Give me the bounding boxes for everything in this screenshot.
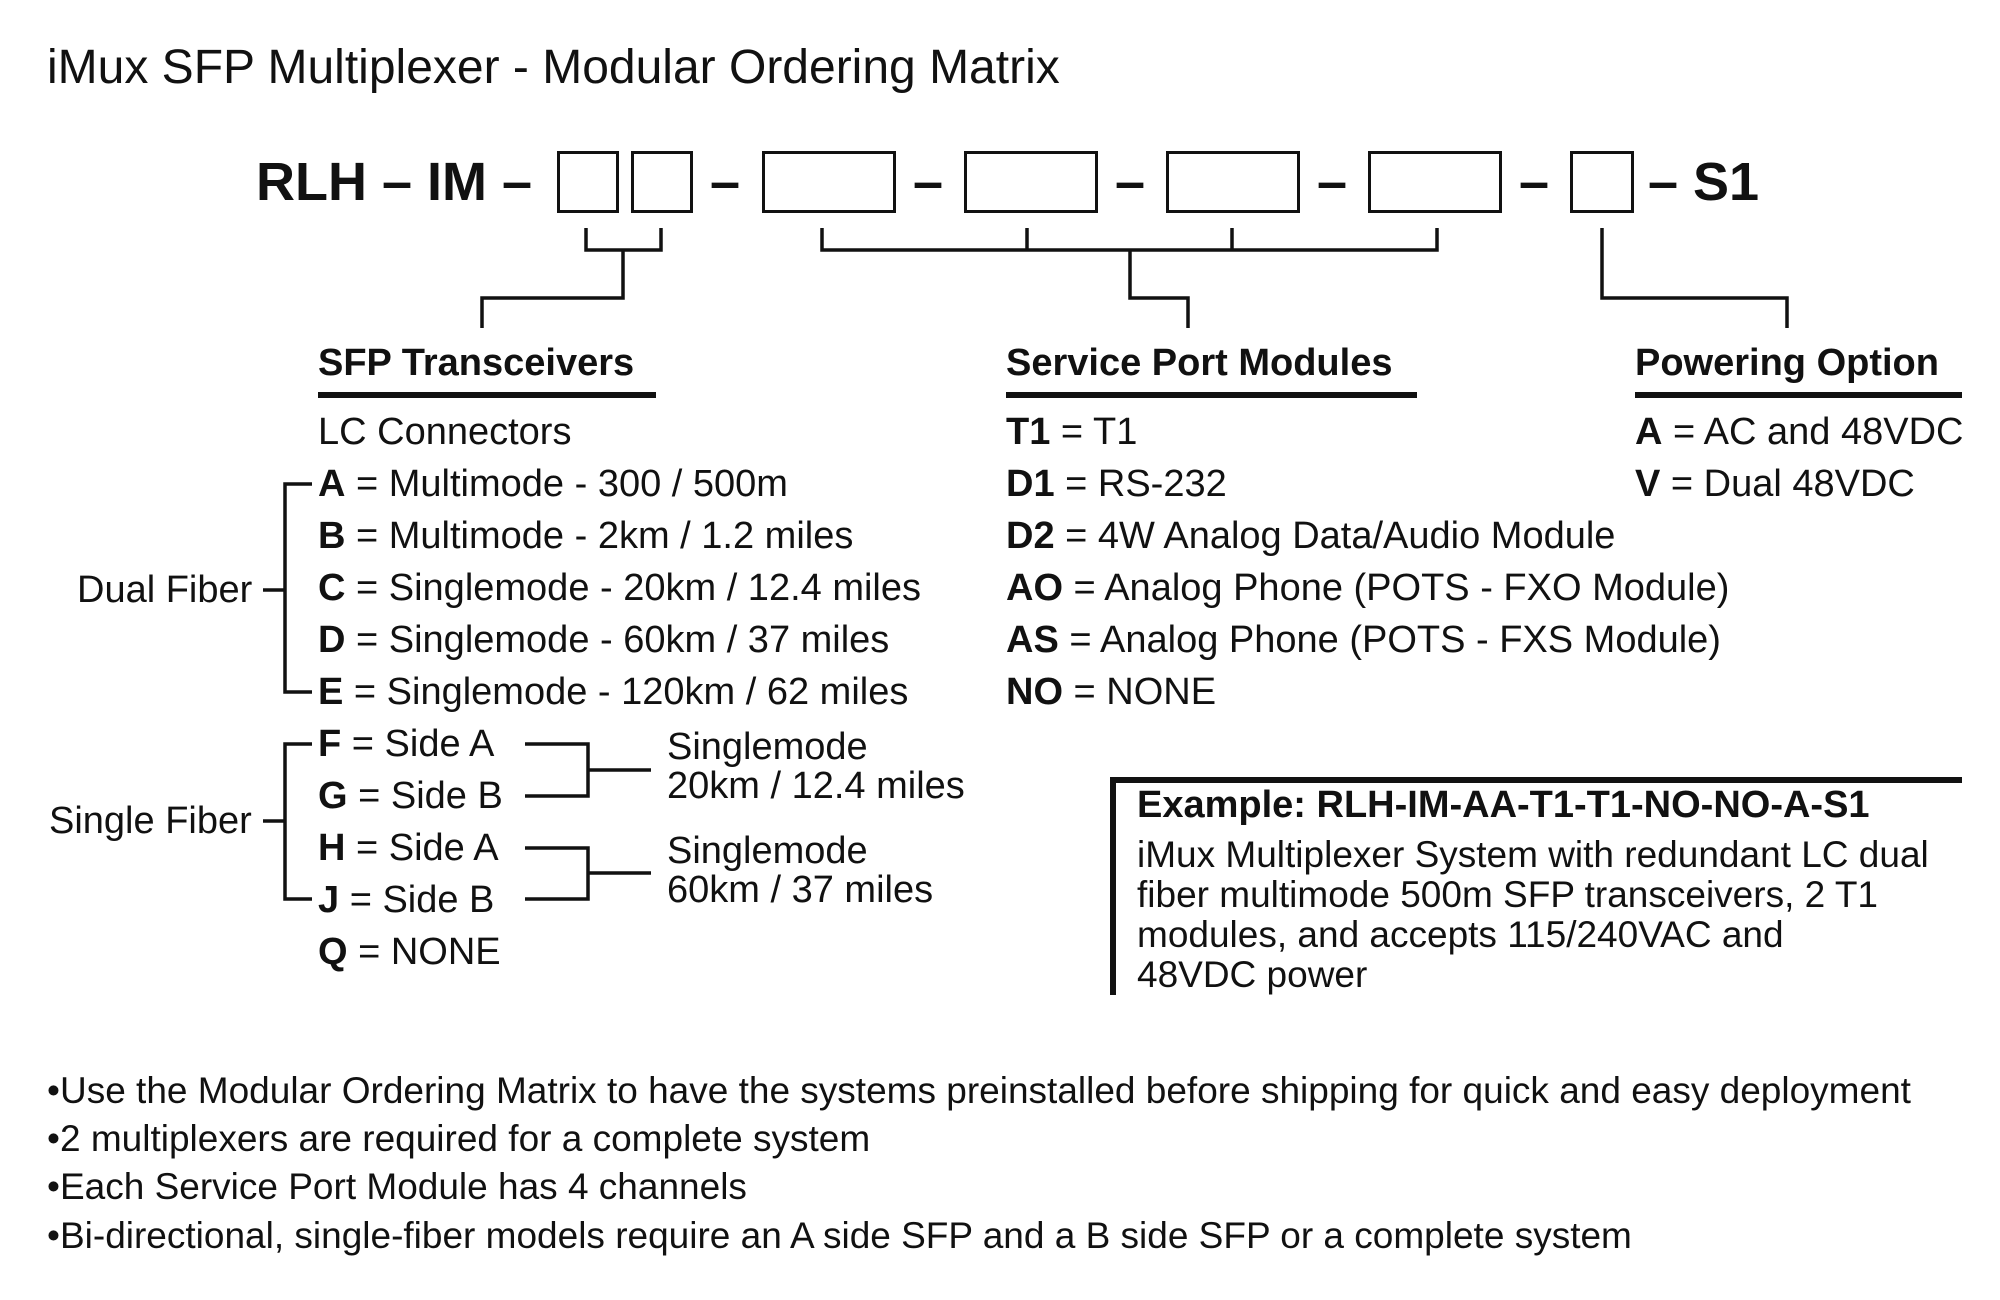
single-fiber-bracket [263, 742, 312, 901]
sfp-item-h: H = Side A [318, 827, 499, 869]
power-slot [1570, 151, 1634, 213]
example-line-2: fiber multimode 500m SFP transceivers, 2… [1137, 874, 1878, 915]
singlemode-60km-line1: Singlemode [667, 830, 868, 872]
dual-fiber-bracket [263, 482, 312, 694]
note-1: •Use the Modular Ordering Matrix to have… [47, 1070, 1911, 1111]
sfp-item-d: D = Singlemode - 60km / 37 miles [318, 619, 890, 661]
service-slot-4 [1368, 151, 1502, 213]
service-slot-3 [1166, 151, 1300, 213]
singlemode-60km-line2: 60km / 37 miles [667, 869, 934, 911]
singlemode-20km-note: Singlemode 20km / 12.4 miles [667, 728, 965, 806]
fg-connector [525, 742, 651, 798]
code-prefix: RLH – IM – [256, 152, 533, 212]
sfp-item-e: E = Singlemode - 120km / 62 miles [318, 671, 909, 713]
service-item-t1: T1 = T1 [1006, 411, 1138, 453]
example-description: iMux Multiplexer System with redundant L… [1137, 835, 1929, 995]
singlemode-20km-line2: 20km / 12.4 miles [667, 765, 965, 807]
example-title: Example: RLH-IM-AA-T1-T1-NO-NO-A-S1 [1137, 784, 1870, 826]
code-dash-2: – [913, 152, 944, 212]
singlemode-60km-note: Singlemode 60km / 37 miles [667, 832, 933, 910]
code-dash-4: – [1317, 152, 1348, 212]
sfp-item-b: B = Multimode - 2km / 1.2 miles [318, 515, 854, 557]
service-header: Service Port Modules [1006, 342, 1393, 384]
service-item-no: NO = NONE [1006, 671, 1217, 713]
sfp-subheader: LC Connectors [318, 411, 572, 453]
singlemode-20km-line1: Singlemode [667, 726, 868, 768]
sfp-slot-1 [557, 151, 619, 213]
code-dash-5: – [1519, 152, 1550, 212]
service-slot-2 [964, 151, 1098, 213]
sfp-item-q: Q = NONE [318, 931, 501, 973]
sfp-item-a: A = Multimode - 300 / 500m [318, 463, 788, 505]
note-3: •Each Service Port Module has 4 channels [47, 1166, 747, 1207]
service-item-as: AS = Analog Phone (POTS - FXS Module) [1006, 619, 1721, 661]
dual-fiber-label: Dual Fiber [77, 569, 253, 611]
hj-connector [525, 846, 651, 901]
code-dash-1: – [710, 152, 741, 212]
service-slot-1 [762, 151, 896, 213]
page-title: iMux SFP Multiplexer - Modular Ordering … [47, 41, 1060, 94]
power-item-v: V = Dual 48VDC [1635, 463, 1915, 505]
sfp-item-j: J = Side B [318, 879, 495, 921]
power-header: Powering Option [1635, 342, 1939, 384]
example-line-4: 48VDC power [1137, 954, 1368, 995]
sfp-header: SFP Transceivers [318, 342, 635, 384]
code-suffix: – S1 [1648, 152, 1760, 212]
example-line-3: modules, and accepts 115/240VAC and [1137, 914, 1784, 955]
sfp-item-f: F = Side A [318, 723, 495, 765]
single-fiber-label: Single Fiber [49, 800, 252, 842]
service-bracket [820, 228, 1439, 328]
sfp-bracket [480, 228, 663, 328]
power-bracket [1600, 228, 1789, 328]
sfp-item-g: G = Side B [318, 775, 503, 817]
note-2: •2 multiplexers are required for a compl… [47, 1118, 871, 1159]
power-item-a: A = AC and 48VDC [1635, 411, 1964, 453]
code-dash-3: – [1115, 152, 1146, 212]
service-item-d1: D1 = RS-232 [1006, 463, 1227, 505]
service-item-ao: AO = Analog Phone (POTS - FXO Module) [1006, 567, 1730, 609]
sfp-slot-2 [631, 151, 693, 213]
service-item-d2: D2 = 4W Analog Data/Audio Module [1006, 515, 1616, 557]
note-4: •Bi-directional, single-fiber models req… [47, 1215, 1632, 1256]
example-line-1: iMux Multiplexer System with redundant L… [1137, 834, 1929, 875]
sfp-item-c: C = Singlemode - 20km / 12.4 miles [318, 567, 922, 609]
